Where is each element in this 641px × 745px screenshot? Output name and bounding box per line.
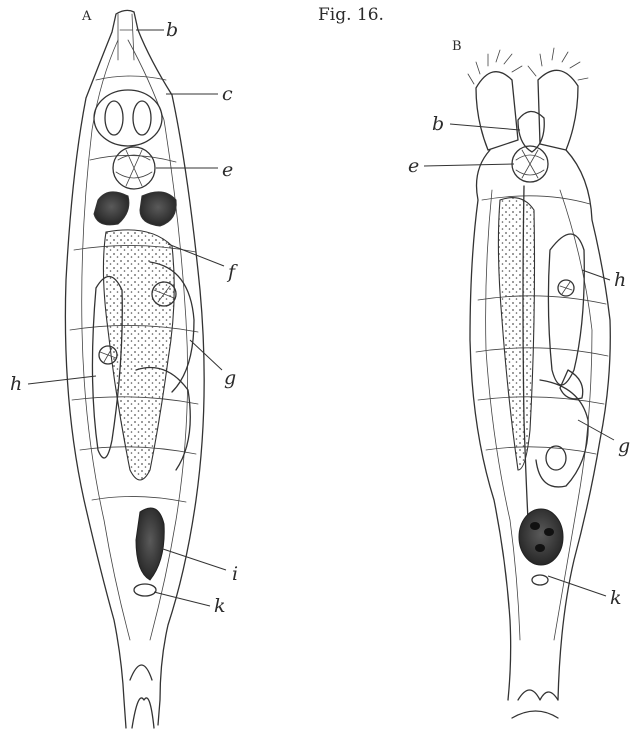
panel-b-leader-b bbox=[450, 124, 520, 130]
panel-b-organ-g bbox=[536, 380, 588, 487]
panel-a-leader-g bbox=[190, 340, 222, 370]
panel-b-label-e: e bbox=[408, 155, 419, 177]
panel-b-label-b: b bbox=[432, 113, 444, 135]
panel-b-leader-e bbox=[424, 164, 514, 166]
panel-a-label-e: e bbox=[222, 159, 233, 181]
panel-b-leader-k bbox=[548, 576, 606, 596]
panel-b-label-h: h bbox=[614, 269, 626, 291]
panel-b-label-g: g bbox=[618, 435, 630, 457]
figure-title: Fig. 16. bbox=[318, 5, 384, 25]
panel-a-dark-glands bbox=[94, 192, 176, 226]
panel-a-organ-e bbox=[113, 147, 155, 189]
panel-b-leader-g bbox=[578, 420, 614, 440]
panel-a-label-h: h bbox=[10, 373, 22, 395]
panel-a-organ-i bbox=[136, 508, 164, 580]
panel-a-label-k: k bbox=[214, 595, 226, 617]
panel-b-segment-rings bbox=[476, 196, 608, 454]
panel-a-foot bbox=[130, 665, 154, 728]
panel-b-leader-h bbox=[582, 270, 610, 280]
panel-a-organ-c bbox=[94, 90, 162, 146]
panel-a-leader-i bbox=[160, 548, 226, 570]
panel-a-label-g: g bbox=[224, 367, 236, 389]
panel-a-label: A bbox=[81, 9, 92, 24]
panel-a-head-tube bbox=[118, 14, 134, 60]
panel-a-label-i: i bbox=[232, 563, 238, 585]
panel-b-contractile-vesicle bbox=[519, 509, 563, 565]
panel-a: A bbox=[10, 9, 238, 728]
panel-a-leader-h bbox=[28, 376, 96, 384]
panel-a-organ-f bbox=[103, 230, 174, 480]
panel-b: B bbox=[408, 39, 630, 718]
panel-b-body-outline bbox=[470, 150, 610, 700]
panel-b-organ-k bbox=[532, 575, 548, 585]
panel-a-label-b: b bbox=[166, 19, 178, 41]
panel-b-flame-cell bbox=[558, 280, 574, 296]
panel-a-label-f: f bbox=[226, 261, 238, 283]
panel-b-label: B bbox=[452, 39, 462, 54]
panel-a-label-c: c bbox=[222, 83, 233, 105]
panel-b-corona bbox=[468, 48, 588, 150]
panel-b-foot bbox=[512, 690, 558, 718]
panel-b-label-k: k bbox=[610, 587, 622, 609]
panel-a-organ-k bbox=[134, 584, 156, 596]
panel-b-stomach bbox=[498, 198, 534, 470]
panel-b-egg bbox=[546, 446, 566, 470]
panel-a-leader-k bbox=[154, 592, 210, 606]
